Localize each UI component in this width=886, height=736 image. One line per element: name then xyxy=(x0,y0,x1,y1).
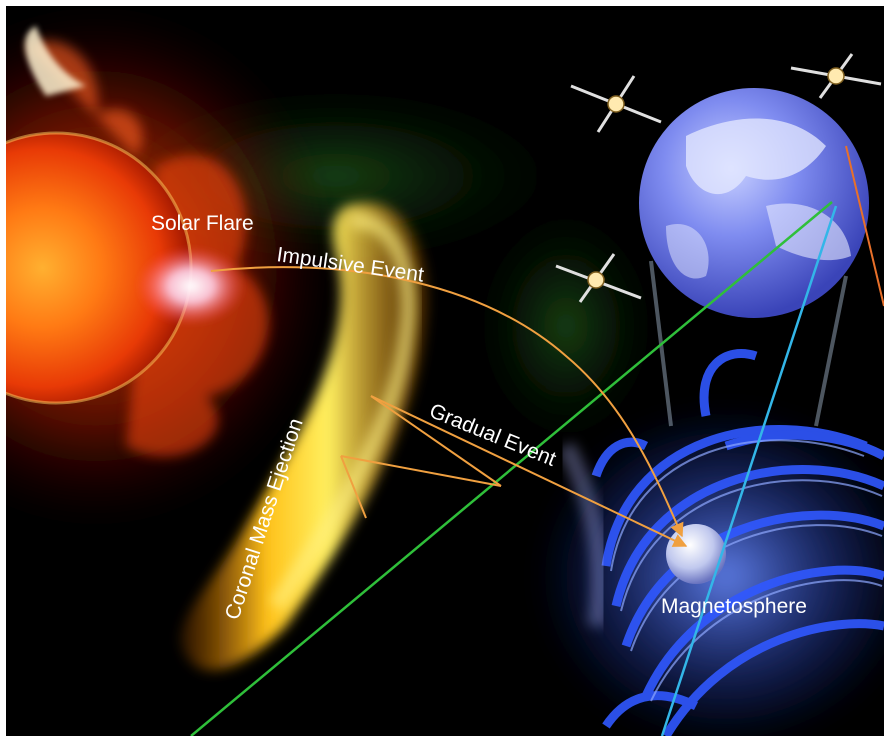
gradual-event-arrows xyxy=(340,395,688,547)
orange-line xyxy=(845,145,884,307)
flare-glow xyxy=(136,246,246,326)
cyan-line xyxy=(660,205,838,736)
satellite-icon xyxy=(790,53,882,99)
magnetosphere xyxy=(536,349,884,736)
magnetosphere-label: Magnetosphere xyxy=(661,595,807,618)
impulsive-event-arrow xyxy=(210,266,684,538)
magnetosphere-earth xyxy=(666,524,726,584)
cme-band xyxy=(180,202,428,671)
sun-disk xyxy=(6,133,191,403)
sun xyxy=(6,6,336,526)
earth xyxy=(639,88,869,427)
green-line xyxy=(190,201,833,736)
satellite-icon xyxy=(570,75,662,133)
satellite-icon xyxy=(555,253,642,303)
solar-flare-label: Solar Flare xyxy=(151,212,254,235)
space-weather-diagram: Solar Flare Impulsive Event Gradual Even… xyxy=(6,6,884,736)
diagram-canvas: Solar Flare Impulsive Event Gradual Even… xyxy=(6,6,884,736)
